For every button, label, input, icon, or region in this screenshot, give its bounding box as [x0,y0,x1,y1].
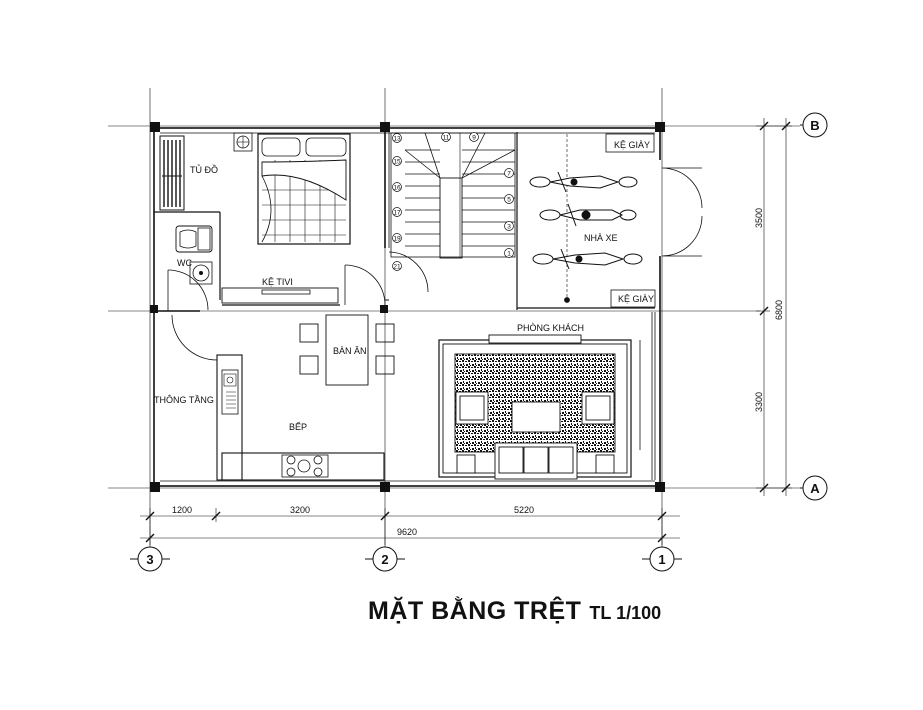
drawing-scale: TL 1/100 [589,603,662,623]
dining-set [299,314,395,386]
axis-label-b: B [810,118,819,133]
axis-label-a: A [810,481,820,496]
label-wardrobe: TỦ ĐỒ [190,164,218,175]
stair-step-marker [392,133,402,143]
axis-label-1: 1 [658,552,665,567]
label-kitchen: BẾP [289,422,307,432]
label-shoe-shelf-top: KỆ GIÀY [614,140,650,150]
wc-fixtures [175,225,213,285]
stair-step-number: 5 [507,196,511,203]
drawing-title-main: MẶT BẰNG TRỆT [368,597,582,625]
label-garage: NHÀ XE [584,233,618,243]
label-living-room: PHÒNG KHÁCH [517,323,584,333]
dim-bottom-total: 9620 [397,527,417,537]
label-tv-shelf: KỆ TIVI [262,277,293,287]
grid-lines [108,88,800,555]
stair-step-marker [392,233,402,243]
label-dining: BÀN ĂN [333,346,367,356]
wardrobe [159,135,185,211]
stair-step-number: 9 [472,134,476,141]
stair-step-number: 17 [393,209,401,216]
stair-step-number: 1 [507,250,511,257]
stair-step-number: 3 [507,223,511,230]
doors [167,167,703,361]
staircase [390,132,516,259]
stair-step-numbers: 13 11 9 15 7 16 5 17 3 19 1 21 [392,132,514,271]
stair-step-number: 13 [393,135,401,142]
motorbikes [529,171,643,270]
drawing-title: MẶT BẰNG TRỆT TL 1/100 [368,597,661,626]
dim-right-1: 3500 [754,208,764,228]
stair-step-number: 21 [393,263,401,270]
dim-bottom-1: 1200 [172,505,192,515]
bed [233,132,351,245]
stair-step-number: 15 [393,158,401,165]
stair-step-marker [392,207,402,217]
stair-step-marker [504,194,514,204]
label-shoe-shelf-bottom: KỆ GIÀY [618,294,654,304]
label-light-well: THÔNG TẦNG [154,395,214,405]
stair-step-number: 19 [393,235,401,242]
stair-step-marker [504,248,514,258]
label-wc: WC [177,258,192,268]
stair-step-marker [392,182,402,192]
dim-right-total: 6800 [774,300,784,320]
axis-label-3: 3 [146,552,153,567]
stair-step-marker [392,261,402,271]
axis-label-2: 2 [381,552,388,567]
kitchen-counter [216,354,385,481]
axis-bubbles [130,112,828,572]
dimension-lines [140,118,792,545]
stair-step-marker [441,132,451,142]
stair-step-number: 7 [507,170,511,177]
stair-step-number: 16 [393,184,401,191]
stair-step-marker [504,221,514,231]
stair-step-marker [392,156,402,166]
dim-right-2: 3300 [754,392,764,412]
stair-step-number: 11 [443,134,450,141]
dim-bottom-3: 5220 [514,505,534,515]
living-room-furniture [438,334,632,480]
tv-shelf [221,287,339,304]
stair-step-marker [469,132,479,142]
stair-step-marker [504,168,514,178]
dim-bottom-2: 3200 [290,505,310,515]
